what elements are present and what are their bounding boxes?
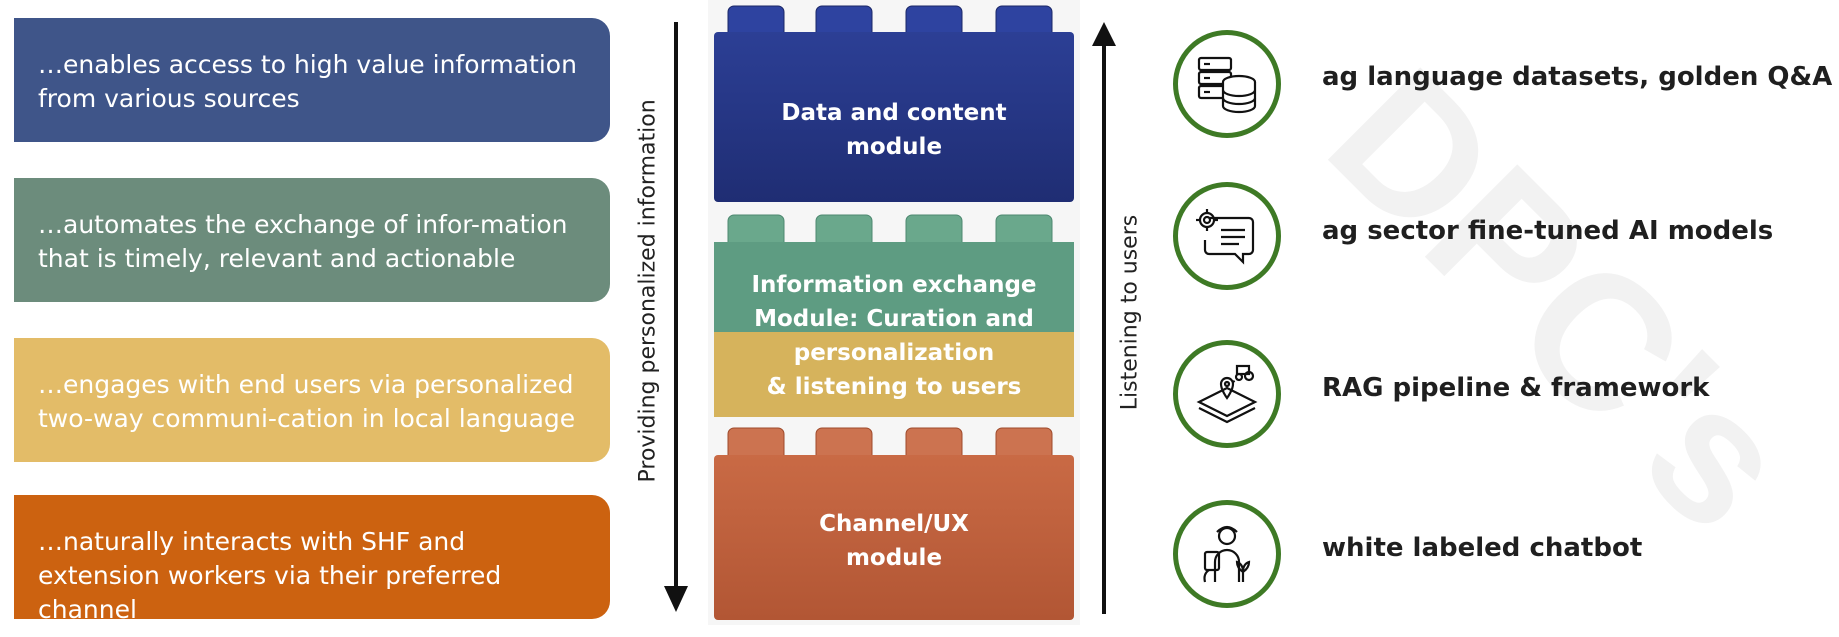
feature-label-models: ag sector fine-tuned AI models — [1322, 216, 1774, 246]
watermark: DPC's — [1289, 29, 1831, 571]
top-brick — [714, 32, 1074, 202]
feature-label-chatbot: white labeled chatbot — [1322, 533, 1643, 563]
right-axis-label: Listening to users — [1117, 214, 1143, 411]
benefit-card-text: …naturally interacts with SHF and extens… — [38, 527, 502, 624]
down-arrow-shaft — [674, 22, 678, 592]
benefit-card-exchange: …automates the exchange of infor-mation … — [14, 178, 610, 302]
brick-stack — [714, 5, 1074, 620]
bottom-brick-label-line1: Channel/UX — [819, 511, 969, 537]
left-axis-label: Providing personalized information — [635, 99, 661, 483]
top-brick-label: Data and content module — [714, 96, 1074, 164]
gear-chat-icon — [1173, 182, 1281, 290]
up-arrow-head — [1092, 22, 1116, 46]
benefit-card-engagement: …engages with end users via personalized… — [14, 338, 610, 462]
benefit-card-text: …engages with end users via personalized… — [38, 370, 576, 433]
top-brick-label-line1: Data and content — [781, 100, 1007, 126]
bottom-brick-label: Channel/UX module — [714, 507, 1074, 575]
middle-brick-bottom — [714, 332, 1074, 417]
middle-brick-label-line2: Module: Curation and — [754, 306, 1034, 332]
middle-brick-label-line1: Information exchange — [751, 272, 1037, 298]
benefit-card-channel: …naturally interacts with SHF and extens… — [14, 495, 610, 624]
database-server-icon — [1173, 30, 1281, 138]
middle-brick-top — [714, 242, 1074, 332]
map-pin-tractor-icon — [1173, 340, 1281, 448]
top-brick-label-line2: module — [845, 134, 943, 160]
farmer-chatbot-icon — [1173, 500, 1281, 608]
benefit-card-data-access: …enables access to high value informatio… — [14, 18, 610, 142]
bottom-brick — [714, 455, 1074, 620]
feature-label-rag: RAG pipeline & framework — [1322, 373, 1710, 403]
middle-brick-label-line3: personalization — [793, 340, 995, 366]
middle-brick-label: Information exchange Module: Curation an… — [714, 268, 1074, 404]
feature-label-datasets: ag language datasets, golden Q&A — [1322, 62, 1833, 92]
benefit-card-text: …automates the exchange of infor-mation … — [38, 210, 568, 273]
up-arrow-shaft — [1102, 42, 1106, 614]
down-arrow-head — [664, 586, 688, 612]
benefit-card-text: …enables access to high value informatio… — [38, 50, 577, 113]
bottom-brick-label-line2: module — [845, 545, 943, 571]
middle-brick-label-line4: & listening to users — [766, 374, 1022, 400]
